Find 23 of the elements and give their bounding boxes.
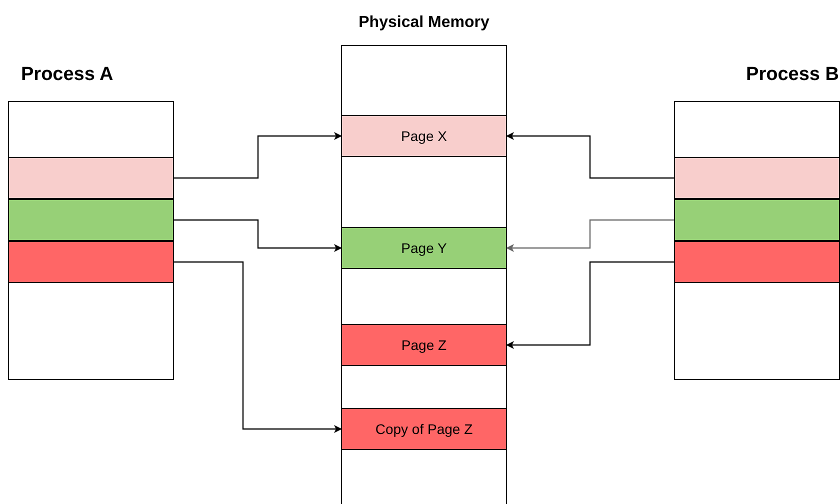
memory-row <box>674 157 840 199</box>
arrow <box>506 261 674 349</box>
arrow <box>174 219 342 252</box>
page-label: Page Z <box>401 337 447 353</box>
page-label: Copy of Page Z <box>375 421 473 437</box>
memory-row <box>8 199 174 241</box>
memory-row <box>674 241 840 283</box>
column-heading: Process A <box>21 64 114 86</box>
arrow <box>174 132 342 179</box>
memory-row <box>8 157 174 199</box>
arrow <box>174 261 342 433</box>
memory-page <box>341 115 507 157</box>
memory-page <box>341 324 507 366</box>
memory-page <box>341 227 507 269</box>
column-heading: Physical Memory <box>358 14 490 32</box>
column-heading: Process B <box>746 64 839 86</box>
arrow <box>506 219 674 252</box>
page-label: Page Y <box>401 240 447 256</box>
page-label: Page X <box>401 128 447 144</box>
arrow <box>506 132 674 179</box>
memory-row <box>8 241 174 283</box>
memory-page <box>341 408 507 450</box>
memory-row <box>674 199 840 241</box>
